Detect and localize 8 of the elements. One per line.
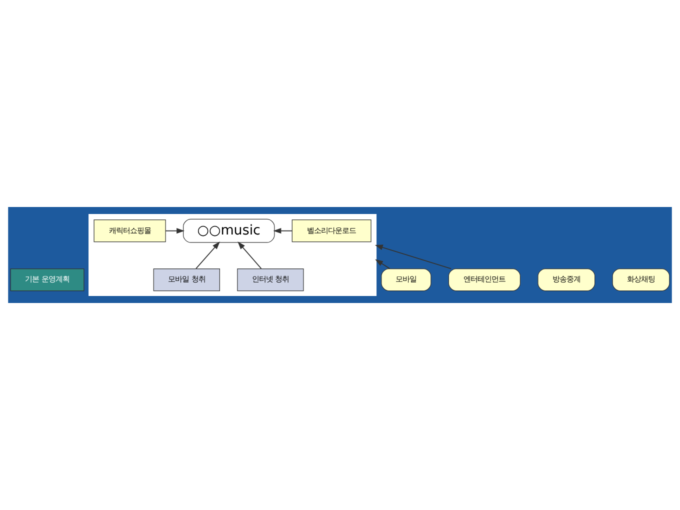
arrow [375, 259, 390, 270]
arrow [165, 228, 185, 234]
arrow [273, 228, 292, 234]
cluster [88, 214, 377, 296]
arrow [196, 241, 220, 270]
arrow [374, 244, 452, 270]
arrow [238, 241, 262, 270]
node-box: ○○music [183, 218, 275, 243]
